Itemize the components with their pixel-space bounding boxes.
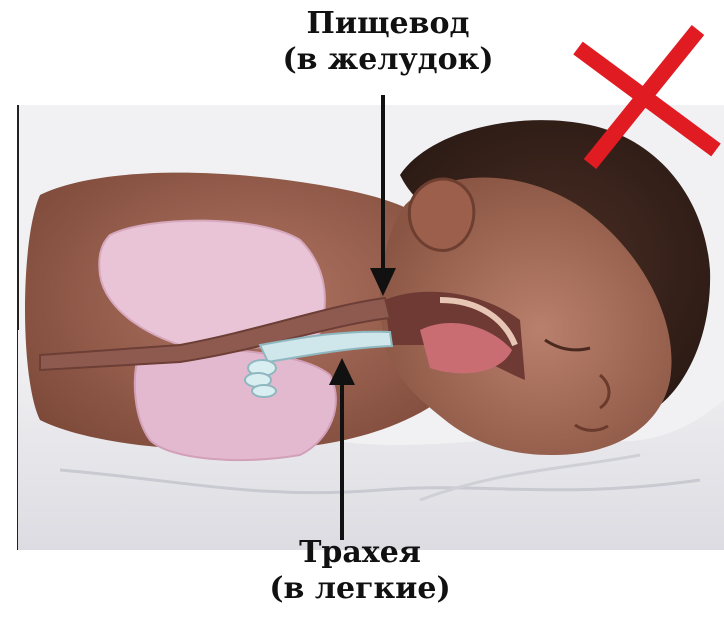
- esophagus-label: Пищевод (в желудок): [238, 6, 538, 78]
- trachea-label-line2: (в легкие): [195, 571, 525, 607]
- esophagus-label-line1: Пищевод: [238, 6, 538, 42]
- esophagus-label-line2: (в желудок): [238, 42, 538, 78]
- left-lung: [135, 348, 336, 460]
- infant-ear: [409, 179, 474, 251]
- trachea-label: Трахея (в легкие): [195, 535, 525, 607]
- trachea-label-line1: Трахея: [195, 535, 525, 571]
